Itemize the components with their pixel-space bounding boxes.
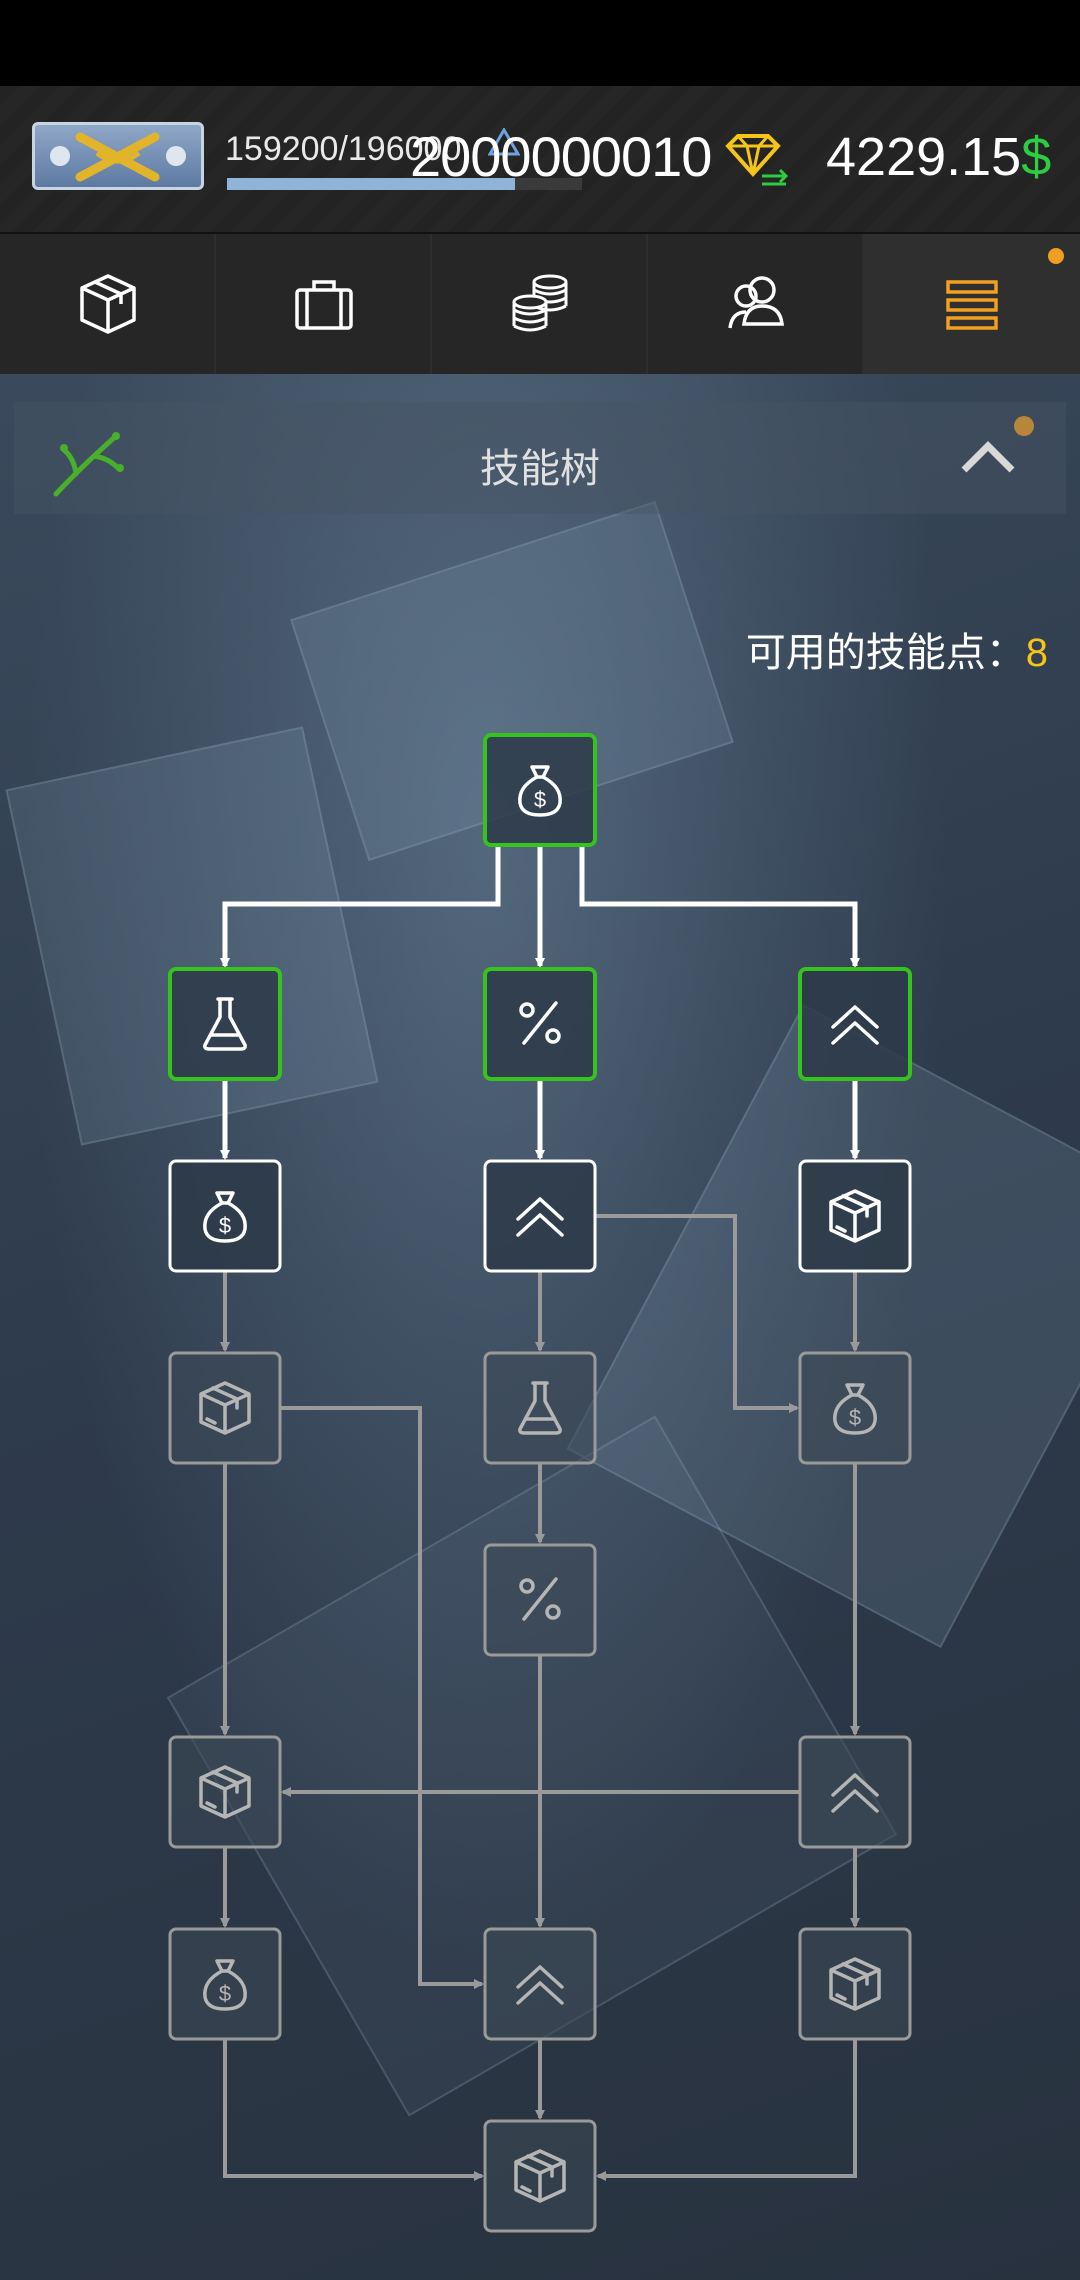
xp-progress-fill: [227, 178, 515, 190]
skill-node-flask[interactable]: [168, 967, 282, 1081]
briefcase-icon: [295, 280, 353, 330]
box-icon: [80, 274, 136, 334]
skill-node-flask[interactable]: [483, 1351, 597, 1465]
xp-progress-bar: [227, 178, 582, 190]
rank-up-icon: [488, 128, 520, 156]
chevrons-icon: [516, 1965, 564, 2005]
tab-menu[interactable]: [864, 234, 1080, 374]
skill-node-chevrons[interactable]: [798, 967, 912, 1081]
chevrons-icon: [516, 1197, 564, 1237]
skill-node-moneybag[interactable]: $: [483, 733, 597, 847]
users-icon: [728, 276, 784, 329]
moneybag-icon: $: [518, 765, 562, 817]
moneybag-icon: $: [203, 1959, 247, 2011]
skill-node-chevrons[interactable]: [483, 1159, 597, 1273]
skill-node-percent[interactable]: [483, 1543, 597, 1657]
skill-node-box[interactable]: [168, 1735, 282, 1849]
moneybag-icon: $: [833, 1383, 877, 1435]
flask-icon: [518, 1381, 562, 1435]
money-balance: 4229.15$: [826, 126, 1051, 188]
skill-connector: [223, 2039, 484, 2181]
skill-node-box[interactable]: [798, 1927, 912, 2041]
coins-icon: [512, 274, 568, 332]
tab-cases[interactable]: [216, 234, 432, 374]
skill-connector: [220, 845, 501, 968]
skill-tree-panel: 技能树 可用的技能点：8 $ $ $ $: [0, 374, 1080, 2280]
notification-dot: [1014, 416, 1034, 436]
notification-dot: [1048, 248, 1064, 264]
skill-node-moneybag[interactable]: $: [168, 1927, 282, 2041]
tab-inventory[interactable]: [0, 234, 216, 374]
main-nav: [0, 234, 1080, 374]
box-icon: [199, 1381, 251, 1435]
skill-connector: [579, 845, 860, 968]
flask-icon: [203, 997, 247, 1051]
money-symbol: $: [1021, 127, 1052, 187]
money-amount: 4229.15: [826, 127, 1022, 187]
skill-node-moneybag[interactable]: $: [798, 1351, 912, 1465]
box-icon: [514, 2149, 566, 2203]
branch-icon: [53, 432, 124, 497]
skill-node-frame: [168, 1159, 282, 1273]
skill-tree-graph: $ $ $ $: [168, 733, 912, 2233]
chevron-up-icon[interactable]: [958, 436, 1018, 476]
skill-points-label: 可用的技能点：: [745, 631, 1026, 675]
chevrons-icon: [831, 1773, 879, 1813]
status-bar: [0, 0, 1080, 86]
diamond-exchange-icon[interactable]: [720, 132, 790, 188]
skill-connector: [280, 1406, 484, 1989]
menu-icon: [946, 280, 998, 330]
percent-icon: [519, 1001, 561, 1045]
top-bar: 159200/196000 2000000010 4229.15$: [0, 86, 1080, 234]
skill-node-chevrons[interactable]: [483, 1927, 597, 2041]
skill-points: 可用的技能点：8: [746, 620, 1048, 678]
box-icon: [199, 1765, 251, 1819]
skill-node-box[interactable]: [483, 2119, 597, 2233]
moneybag-icon: $: [203, 1191, 247, 1243]
tab-finance[interactable]: [432, 234, 648, 374]
svg-text:$: $: [219, 1981, 231, 2006]
skill-tree-title: 技能树: [480, 447, 600, 491]
percent-icon: [519, 1577, 561, 1621]
diamond-balance: 2000000010: [410, 125, 712, 188]
skill-node-frame: [168, 967, 282, 1081]
skill-points-value: 8: [1025, 631, 1048, 675]
crossed-rifles-icon: [50, 132, 186, 182]
skill-connector: [595, 1214, 799, 1413]
skill-connector: [596, 2039, 857, 2181]
svg-text:$: $: [219, 1213, 231, 1238]
box-icon: [829, 1957, 881, 2011]
rank-badge[interactable]: [32, 122, 204, 190]
skill-node-box[interactable]: [168, 1351, 282, 1465]
skill-node-frame: [483, 1351, 597, 1465]
chevrons-icon: [831, 1005, 879, 1045]
skill-node-box[interactable]: [798, 1159, 912, 1273]
skill-node-frame: [168, 1927, 282, 2041]
tab-social[interactable]: [648, 234, 864, 374]
box-icon: [829, 1189, 881, 1243]
skill-node-frame: [483, 733, 597, 847]
skill-node-frame: [798, 1351, 912, 1465]
xp-text: 159200/196000: [225, 130, 462, 168]
skill-node-chevrons[interactable]: [798, 1735, 912, 1849]
skill-node-percent[interactable]: [483, 967, 597, 1081]
skill-node-moneybag[interactable]: $: [168, 1159, 282, 1273]
svg-text:$: $: [849, 1405, 861, 1430]
svg-text:$: $: [534, 787, 546, 812]
skill-tree-header[interactable]: 技能树: [14, 402, 1066, 514]
